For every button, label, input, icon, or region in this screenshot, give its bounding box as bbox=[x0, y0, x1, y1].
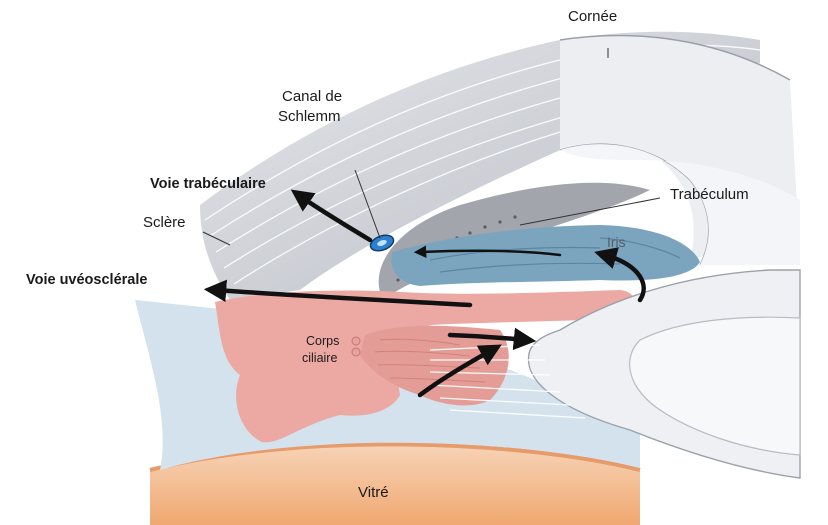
label-ciliary-body-line1: Corps bbox=[306, 334, 339, 349]
label-trabeculum: Trabéculum bbox=[670, 186, 749, 204]
label-iris: Iris bbox=[607, 234, 626, 251]
label-schlemm-canal-line2: Schlemm bbox=[278, 108, 341, 126]
ciliary-vessel-1 bbox=[352, 337, 360, 345]
label-schlemm-canal-line1: Canal de bbox=[282, 88, 342, 106]
label-sclera: Sclère bbox=[143, 214, 186, 232]
label-ciliary-body-line2: ciliaire bbox=[302, 351, 337, 366]
label-trabecular-pathway: Voie trabéculaire bbox=[150, 176, 266, 193]
label-vitreous: Vitré bbox=[358, 484, 389, 502]
label-uveoscleral-pathway: Voie uvéosclérale bbox=[26, 272, 147, 289]
ciliary-vessel-2 bbox=[352, 348, 360, 356]
label-cornea: Cornée bbox=[568, 8, 617, 26]
